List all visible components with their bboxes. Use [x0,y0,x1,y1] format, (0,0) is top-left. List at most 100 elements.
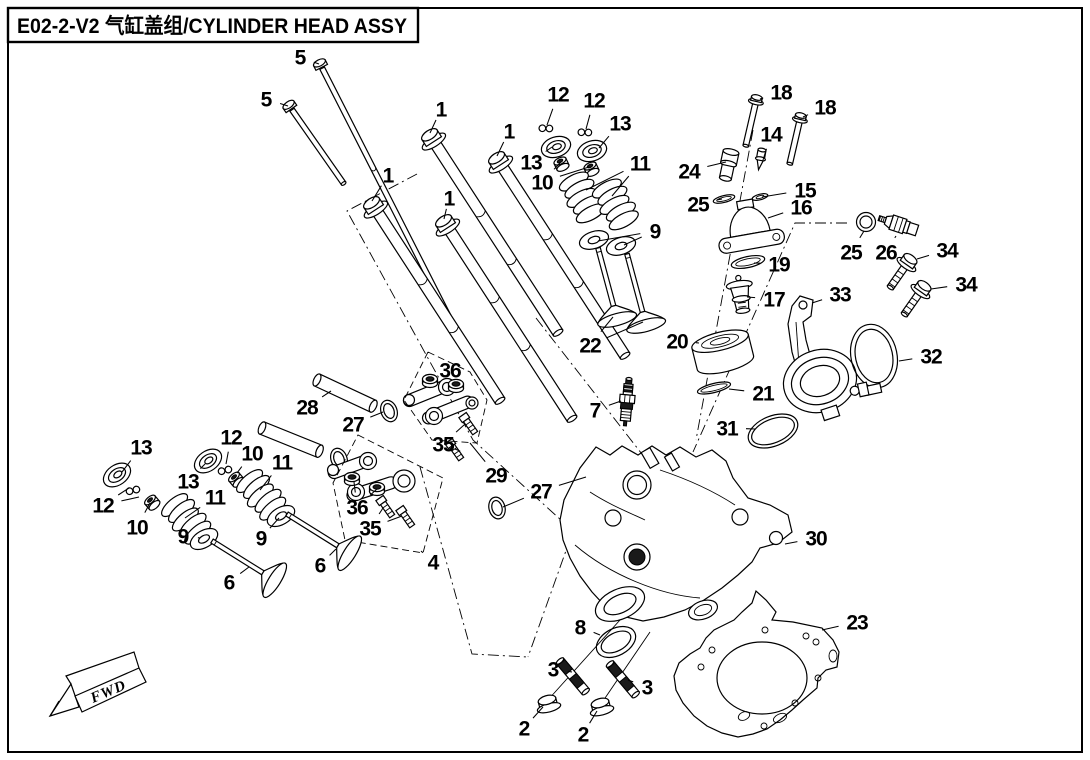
callout-5: 5 [261,89,273,112]
leader-line-32 [898,358,913,362]
o-ring-8 [595,625,637,659]
callout-27: 27 [530,481,552,504]
callout-13: 13 [520,152,542,175]
leader-line-35 [455,424,465,433]
callout-11: 11 [205,487,227,510]
clamp-32 [849,323,899,398]
leader-line-13 [121,460,132,473]
leader-line-35 [387,515,403,522]
callout-35: 35 [432,434,455,457]
leader-line-12 [117,487,130,496]
callout-22: 22 [579,335,601,358]
callout-23: 23 [846,612,868,635]
leader-line-22 [600,316,614,333]
leader-line-16 [767,212,784,219]
leader-line-36 [369,488,378,496]
o-ring-25-flat [712,194,736,204]
leader-line-11 [585,170,624,191]
sensor-and-intake-group [782,211,937,422]
leader-line-9 [597,233,641,242]
callout-13: 13 [130,437,152,460]
leader-line-4 [420,550,424,554]
leader-line-27 [370,411,384,418]
callout-33: 33 [829,284,851,307]
leader-line-3 [567,670,573,673]
leader-line-10 [553,162,561,170]
o-ring-31 [747,413,799,449]
leader-line-6 [239,566,250,575]
leader-line-12 [585,114,591,130]
leader-line-33 [811,299,823,304]
o-ring-25b [855,211,877,233]
spacer-24 [718,148,740,182]
callout-18: 18 [770,82,793,105]
intake-adapter [782,348,860,422]
callout-10: 10 [241,443,263,466]
leader-line-10 [236,466,243,474]
callout-36: 36 [439,360,461,383]
fwd-arrow-shaft [74,667,147,713]
thermostat-column [691,92,810,449]
callout-12: 12 [583,90,605,113]
leader-line-2 [532,706,544,719]
callout-12: 12 [220,427,242,450]
callout-15: 15 [794,180,817,203]
page-title: E02-2-V2 气缸盖组/CYLINDER HEAD ASSY [17,14,407,38]
leader-line-18 [759,97,764,100]
pin-14 [754,147,767,172]
callout-18: 18 [814,97,837,120]
cylinder-head-30 [559,445,793,622]
lock-nut-36c [343,471,361,487]
leader-line-11 [611,175,630,197]
callout-34: 34 [936,240,959,263]
callout-27: 27 [342,414,364,437]
leader-line-23 [821,625,839,631]
callout-3: 3 [548,659,559,682]
callout-6: 6 [224,572,235,595]
leader-line-12 [121,496,140,502]
leader-line-9 [269,517,280,529]
gasket-19 [730,254,766,270]
leader-line-5 [279,102,289,107]
leader-line-14 [762,148,768,161]
callout-1: 1 [444,188,456,211]
callout-35: 35 [359,518,382,541]
leader-line-7 [608,400,622,406]
callout-13: 13 [177,471,199,494]
callout-36: 36 [346,497,368,520]
leader-line-10 [144,502,151,513]
thermostat-housing-20 [691,329,755,375]
callout-9: 9 [256,528,267,551]
callout-26: 26 [875,242,897,265]
leader-line-26 [894,235,897,239]
exhaust-stud-group [533,619,651,719]
leader-line-34 [930,286,948,290]
leader-line-28 [321,390,332,398]
fwd-direction-marker: FWD [48,651,147,718]
lock-nut-36a [421,373,439,389]
callout-28: 28 [296,397,319,420]
leader-line-6 [329,548,337,556]
callout-31: 31 [716,418,739,441]
leader-line-22 [606,321,644,339]
temp-sensor-26 [877,214,920,237]
callout-3: 3 [642,677,653,700]
leader-line-11 [184,506,201,519]
leader-line-15 [761,192,787,198]
callout-2: 2 [519,718,530,741]
leader-line-34 [916,254,930,260]
leader-line-35 [454,448,461,452]
callout-9: 9 [178,526,189,549]
title-block: E02-2-V2 气缸盖组/CYLINDER HEAD ASSY [6,6,420,44]
callout-10: 10 [126,517,148,540]
leader-line-30 [784,541,798,545]
leader-line-1 [496,141,505,157]
callout-20: 20 [666,331,688,354]
callout-11: 11 [630,153,652,176]
callout-17: 17 [763,289,785,312]
leader-line-13 [598,135,610,149]
callout-16: 16 [790,197,812,220]
